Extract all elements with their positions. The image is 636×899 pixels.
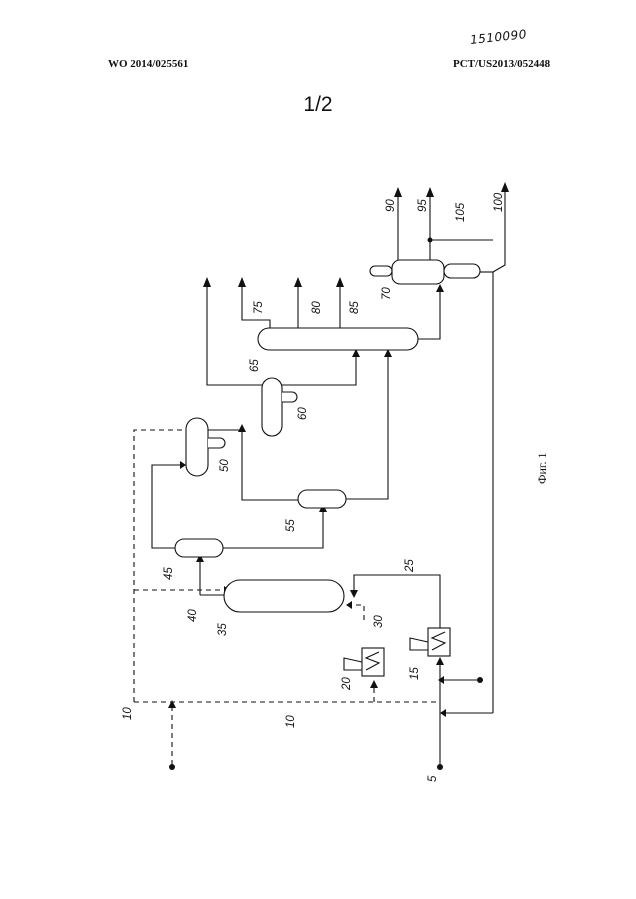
label-50: 50 [219, 459, 231, 472]
stream-labels: 5 10 10 15 20 25 30 35 40 45 50 55 60 65… [122, 192, 505, 782]
column-65 [238, 277, 444, 350]
label-90: 90 [385, 199, 397, 212]
label-80: 80 [311, 301, 323, 314]
stream-5-feed [436, 657, 493, 770]
label-35: 35 [217, 623, 229, 636]
furnace-20 [344, 648, 384, 676]
label-40: 40 [187, 609, 199, 622]
label-60: 60 [297, 407, 309, 420]
drum-55 [298, 349, 392, 508]
label-85: 85 [349, 301, 361, 314]
label-95: 95 [417, 199, 429, 212]
drum-45 [152, 461, 327, 557]
label-5: 5 [427, 775, 439, 782]
label-30: 30 [373, 615, 385, 628]
label-65: 65 [249, 359, 261, 372]
label-15: 15 [409, 667, 421, 680]
label-100: 100 [493, 192, 505, 212]
label-55: 55 [285, 519, 297, 532]
furnace-15 [350, 575, 450, 656]
vessel-50 [186, 418, 300, 500]
label-105: 105 [455, 202, 467, 222]
label-25: 25 [404, 559, 416, 573]
figure-caption: Фиг. 1 [535, 453, 549, 484]
label-75: 75 [253, 301, 265, 314]
label-10-bottom: 10 [285, 715, 297, 728]
label-20: 20 [341, 677, 353, 691]
vessel-60 [203, 277, 360, 436]
label-10-left: 10 [122, 707, 134, 720]
label-45: 45 [163, 567, 175, 580]
label-70: 70 [381, 287, 393, 300]
reactor-35 [196, 554, 344, 612]
